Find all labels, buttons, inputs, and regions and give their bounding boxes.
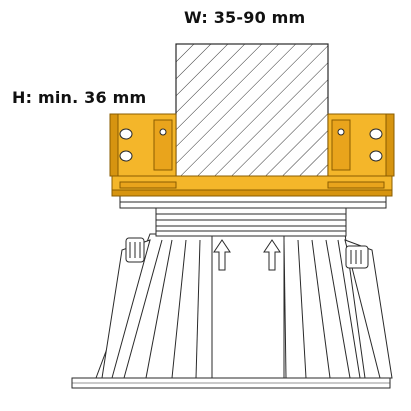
up-arrow-icon — [213, 239, 231, 271]
bracket-wing-left — [109, 113, 177, 177]
up-arrow-icon — [263, 239, 281, 271]
base-plate — [71, 377, 391, 389]
bracket-wing-right — [327, 113, 395, 177]
height-label: H: min. 36 mm — [12, 88, 147, 107]
screw-hole-icon — [337, 128, 383, 162]
screw-hole-icon — [119, 128, 167, 162]
threaded-spindle — [155, 207, 347, 237]
width-label: W: 35-90 mm — [184, 8, 306, 27]
head-plate — [119, 195, 387, 209]
timber-joist — [175, 43, 329, 179]
bracket-base — [111, 175, 393, 197]
side-clip-right — [345, 245, 369, 269]
side-clip-left — [125, 237, 145, 263]
